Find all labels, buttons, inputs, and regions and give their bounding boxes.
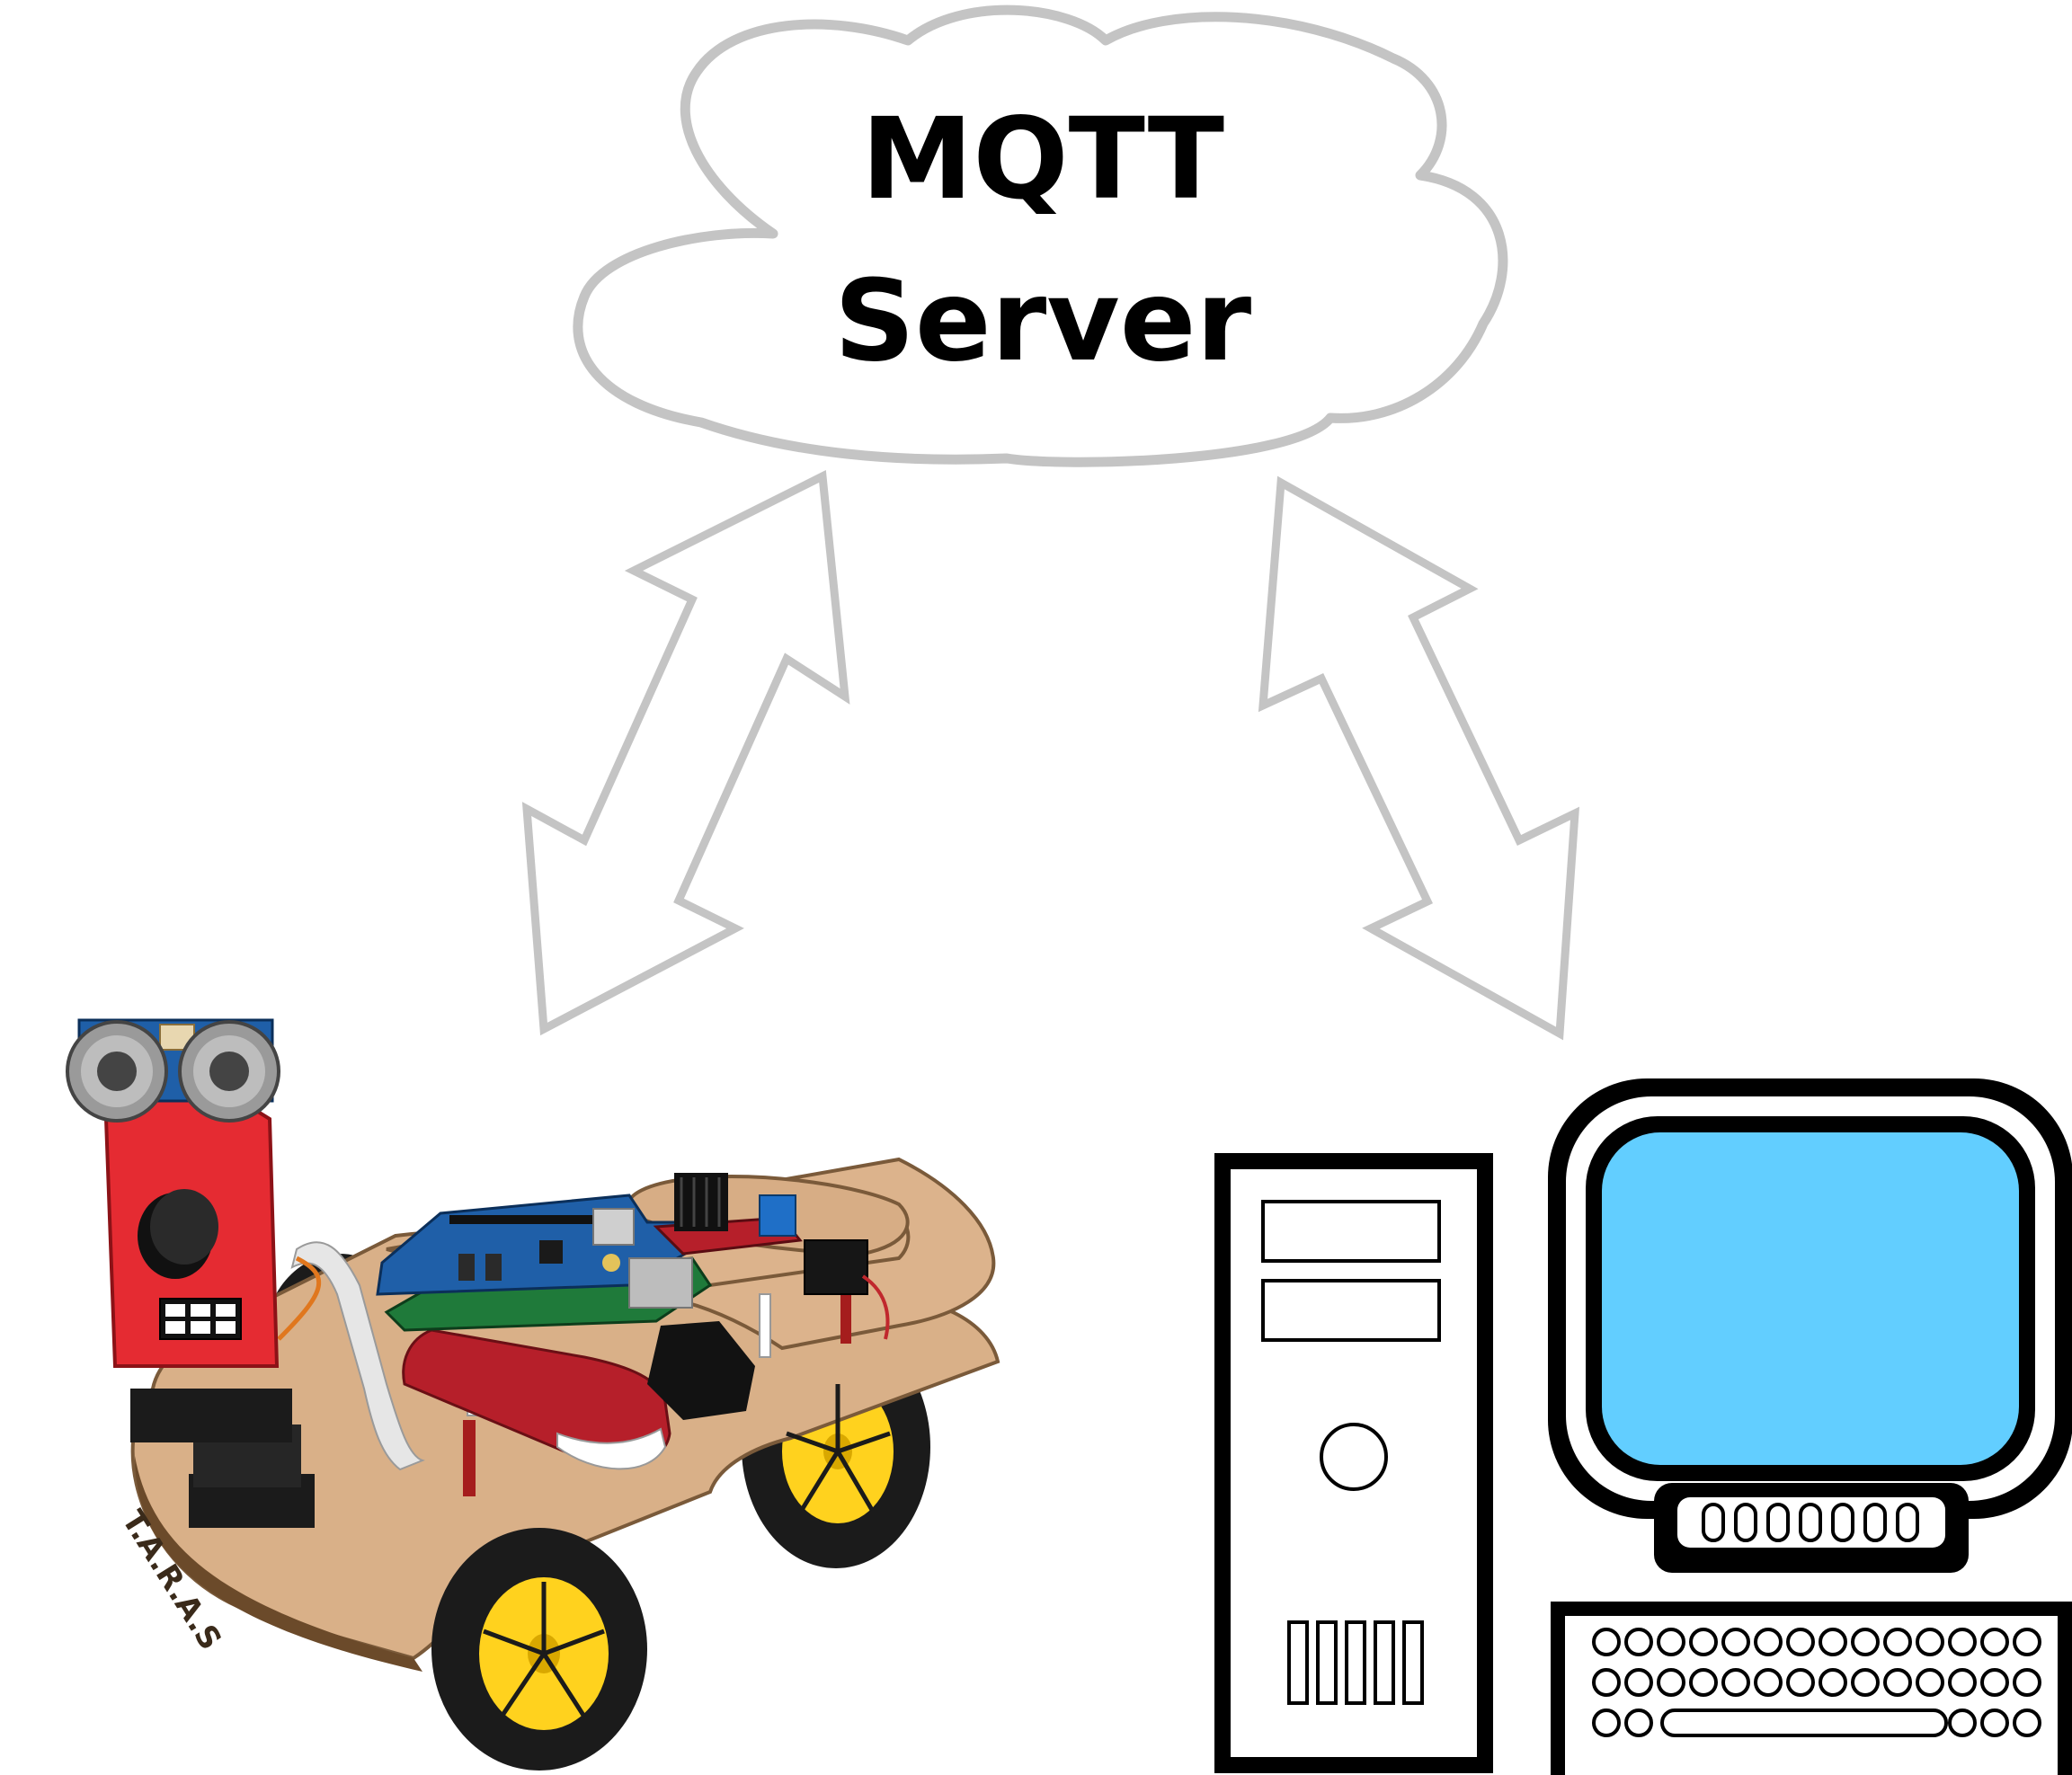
keyboard-key [1883,1628,1912,1656]
buzzer [804,1239,868,1295]
keyboard-key [1916,1668,1944,1697]
keyboard-key [1721,1628,1750,1656]
power-button [1320,1423,1388,1491]
keyboard-key [1948,1668,1977,1697]
front-right-wheel-outer [786,1384,891,1512]
monitor-screen [1602,1132,2019,1465]
usb-ports [592,1208,635,1246]
drive-bay-2 [1261,1279,1441,1342]
lower-chassis-edge [135,1456,422,1672]
keyboard-key [1916,1628,1944,1656]
keyboard-keys [1592,1628,2041,1737]
motor-block [647,1321,755,1420]
keyboard-key [1721,1668,1750,1697]
keyboard-key [1689,1668,1718,1697]
keyboard-key [2013,1628,2041,1656]
hat-header-pins [449,1215,620,1281]
keyboard-key [1754,1668,1783,1697]
left-double-arrow [521,470,850,1036]
keyboard-key [2013,1668,2041,1697]
right-double-arrow [1258,475,1580,1041]
ultrasonic-sensor [66,1018,280,1123]
red-wire [861,1274,890,1340]
mqtt-server-cloud: MQTT Server [573,4,1508,467]
battery-cap [556,1427,667,1470]
keyboard-key [2013,1708,2041,1737]
keyboard-key [1819,1628,1847,1656]
keyboard-key [1851,1668,1880,1697]
led-mouth [159,1298,242,1340]
cloud-shape [573,4,1508,467]
cloud-title-line2: Server [834,256,1252,386]
keyboard-key [1624,1628,1653,1656]
servo-top [130,1389,292,1442]
keyboard-key [1883,1668,1912,1697]
keyboard-key [1980,1708,2009,1737]
standoff-1 [463,1420,476,1496]
monitor-stand-buttons [1702,1503,1919,1542]
keyboard-key [1592,1628,1621,1656]
right-arrow-shape [1258,475,1580,1041]
keyboard-key [1592,1708,1621,1737]
standoff-3 [759,1293,771,1358]
keyboard-key [1980,1628,2009,1656]
keyboard-key [1948,1628,1977,1656]
terminal-block [759,1194,796,1237]
tower-vents [1287,1620,1424,1705]
keyboard-spacebar [1660,1708,1948,1737]
keyboard-icon [1551,1602,2072,1775]
keyboard-key [1657,1628,1685,1656]
robot-car: T.A.R.A.S [66,1018,1000,1771]
keyboard-key [1786,1628,1815,1656]
keyboard-key [1592,1668,1621,1697]
heatsink-fins [680,1177,721,1227]
drive-bay-1 [1261,1200,1441,1263]
keyboard-key [1754,1628,1783,1656]
keyboard-key [1624,1668,1653,1697]
keyboard-key [1786,1668,1815,1697]
front-left-wheel [431,1528,647,1771]
keyboard-key [1689,1628,1718,1656]
desktop-monitor-icon [1548,1078,2072,1573]
keyboard-key [1657,1668,1685,1697]
keyboard-key [1980,1668,2009,1697]
cloud-title-line1: MQTT [861,94,1224,225]
camera-lens-ring [150,1189,218,1265]
keyboard-key [1624,1708,1653,1737]
keyboard-key [1819,1668,1847,1697]
ethernet-port [628,1257,693,1309]
keyboard-key [1851,1628,1880,1656]
keyboard-key [1948,1708,1977,1737]
computer-tower-icon [1214,1153,1493,1773]
left-arrow-shape [521,470,850,1036]
ribbon-cable [290,1241,425,1471]
servo-wires [277,1256,322,1341]
